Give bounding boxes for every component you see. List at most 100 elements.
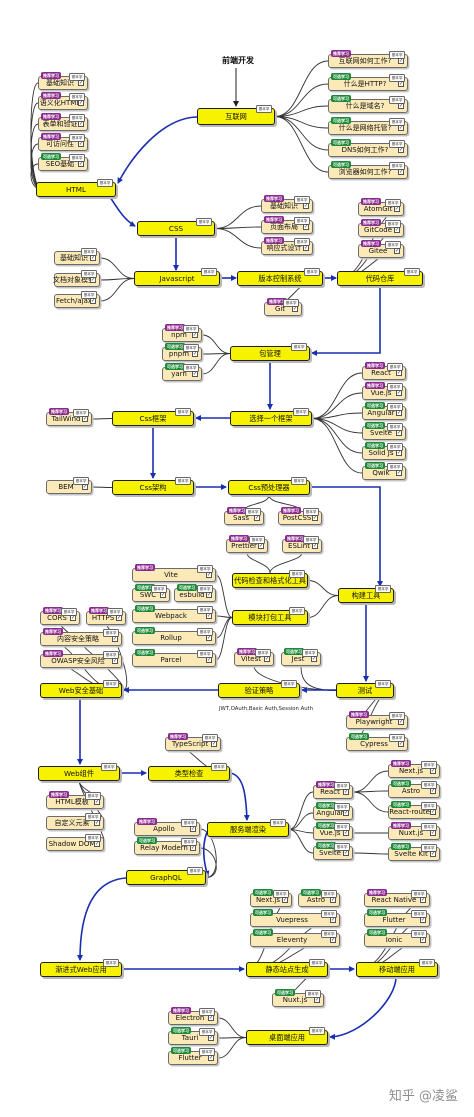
checkbox-icon[interactable]: ✓ bbox=[312, 515, 318, 521]
checkbox-icon[interactable]: ✓ bbox=[82, 484, 88, 490]
checkbox-icon[interactable]: ✓ bbox=[398, 125, 404, 131]
checkbox-icon[interactable]: ✓ bbox=[78, 161, 84, 167]
checkbox-icon[interactable]: ✓ bbox=[430, 788, 436, 794]
level-badge: 基本学 bbox=[411, 930, 427, 938]
checkbox-icon[interactable]: ✓ bbox=[343, 850, 349, 856]
flow-arrow bbox=[329, 976, 397, 1040]
checkbox-icon[interactable]: ✓ bbox=[314, 997, 320, 1003]
checkbox-icon[interactable]: ✓ bbox=[396, 390, 402, 396]
checkbox-icon[interactable]: ✓ bbox=[160, 592, 166, 598]
checkbox-icon[interactable]: ✓ bbox=[430, 809, 436, 815]
checkbox-icon[interactable]: ✓ bbox=[396, 430, 402, 436]
checkbox-icon[interactable]: ✓ bbox=[398, 103, 404, 109]
checkbox-icon[interactable]: ✓ bbox=[208, 1015, 214, 1021]
level-badge: 基本学 bbox=[73, 409, 89, 417]
checkbox-icon[interactable]: ✓ bbox=[192, 332, 198, 338]
level-badge: 基本学 bbox=[69, 93, 85, 101]
checkbox-icon[interactable]: ✓ bbox=[396, 370, 402, 376]
checkbox-icon[interactable]: ✓ bbox=[303, 224, 309, 230]
checkbox-icon[interactable]: ✓ bbox=[206, 613, 212, 619]
optional-tag: 可选学习 bbox=[135, 584, 155, 591]
checkbox-icon[interactable]: ✓ bbox=[330, 937, 336, 943]
connector-curve bbox=[311, 418, 363, 454]
checkbox-icon[interactable]: ✓ bbox=[330, 897, 336, 903]
checkbox-icon[interactable]: ✓ bbox=[396, 410, 402, 416]
checkbox-icon[interactable]: ✓ bbox=[78, 121, 84, 127]
checkbox-icon[interactable]: ✓ bbox=[206, 657, 212, 663]
checkbox-icon[interactable]: ✓ bbox=[206, 572, 212, 578]
checkbox-icon[interactable]: ✓ bbox=[254, 515, 260, 521]
checkbox-icon[interactable]: ✓ bbox=[394, 248, 400, 254]
checkbox-icon[interactable]: ✓ bbox=[398, 58, 404, 64]
checkbox-icon[interactable]: ✓ bbox=[206, 592, 212, 598]
checkbox-icon[interactable]: ✓ bbox=[430, 851, 436, 857]
checkbox-icon[interactable]: ✓ bbox=[303, 203, 309, 209]
checkbox-icon[interactable]: ✓ bbox=[398, 169, 404, 175]
checkbox-icon[interactable]: ✓ bbox=[398, 719, 404, 725]
checkbox-icon[interactable]: ✓ bbox=[82, 416, 88, 422]
checkbox-icon[interactable]: ✓ bbox=[398, 147, 404, 153]
checkbox-icon[interactable]: ✓ bbox=[420, 917, 426, 923]
checkbox-icon[interactable]: ✓ bbox=[396, 470, 402, 476]
checkbox-icon[interactable]: ✓ bbox=[78, 141, 84, 147]
checkbox-icon[interactable]: ✓ bbox=[70, 615, 76, 621]
checkbox-icon[interactable]: ✓ bbox=[398, 741, 404, 747]
checkbox-icon[interactable]: ✓ bbox=[94, 799, 100, 805]
node-vcs: 版本控制系统基本学 bbox=[237, 268, 323, 286]
checkbox-icon[interactable]: ✓ bbox=[78, 100, 84, 106]
checkbox-icon[interactable]: ✓ bbox=[112, 658, 118, 664]
checkbox-icon[interactable]: ✓ bbox=[116, 615, 122, 621]
checkbox-icon[interactable]: ✓ bbox=[78, 80, 84, 86]
checkbox-icon[interactable]: ✓ bbox=[343, 830, 349, 836]
recommended-tag: 推荐学习 bbox=[237, 648, 257, 655]
checkbox-icon[interactable]: ✓ bbox=[430, 830, 436, 836]
node-label: TailWind bbox=[51, 415, 81, 423]
checkbox-icon[interactable]: ✓ bbox=[190, 826, 196, 832]
checkbox-icon[interactable]: ✓ bbox=[258, 543, 264, 549]
optional-tag: 可选学习 bbox=[177, 584, 197, 591]
checkbox-icon[interactable]: ✓ bbox=[396, 450, 402, 456]
checkbox-icon[interactable]: ✓ bbox=[292, 306, 298, 312]
node-label: 桌面端应用 bbox=[269, 1032, 305, 1042]
connector-curve bbox=[288, 791, 314, 830]
checkbox-icon[interactable]: ✓ bbox=[343, 810, 349, 816]
level-badge: 基本学 bbox=[283, 299, 299, 307]
checkbox-icon[interactable]: ✓ bbox=[90, 298, 96, 304]
checkbox-icon[interactable]: ✓ bbox=[398, 81, 404, 87]
level-badge: 基本学 bbox=[385, 199, 401, 207]
checkbox-icon[interactable]: ✓ bbox=[112, 636, 118, 642]
checkbox-icon[interactable]: ✓ bbox=[311, 656, 317, 662]
node-root: 前端开发 bbox=[216, 52, 260, 68]
checkbox-icon[interactable]: ✓ bbox=[330, 917, 336, 923]
connector-curve bbox=[352, 852, 389, 855]
checkbox-icon[interactable]: ✓ bbox=[211, 741, 217, 747]
checkbox-icon[interactable]: ✓ bbox=[190, 845, 196, 851]
checkbox-icon[interactable]: ✓ bbox=[420, 937, 426, 943]
node-label: Solid Js bbox=[368, 449, 394, 457]
checkbox-icon[interactable]: ✓ bbox=[90, 255, 96, 261]
checkbox-icon[interactable]: ✓ bbox=[90, 277, 96, 283]
checkbox-icon[interactable]: ✓ bbox=[282, 897, 288, 903]
checkbox-icon[interactable]: ✓ bbox=[420, 897, 426, 903]
node-label: React bbox=[320, 788, 340, 796]
checkbox-icon[interactable]: ✓ bbox=[192, 351, 198, 357]
checkbox-icon[interactable]: ✓ bbox=[94, 820, 100, 826]
checkbox-icon[interactable]: ✓ bbox=[208, 1055, 214, 1061]
checkbox-icon[interactable]: ✓ bbox=[206, 635, 212, 641]
checkbox-icon[interactable]: ✓ bbox=[94, 841, 100, 847]
level-badge: 基本学 bbox=[321, 930, 337, 938]
checkbox-icon[interactable]: ✓ bbox=[208, 1035, 214, 1041]
checkbox-icon[interactable]: ✓ bbox=[394, 206, 400, 212]
checkbox-icon[interactable]: ✓ bbox=[394, 227, 400, 233]
checkbox-icon[interactable]: ✓ bbox=[312, 543, 318, 549]
checkbox-icon[interactable]: ✓ bbox=[192, 371, 198, 377]
checkbox-icon[interactable]: ✓ bbox=[430, 768, 436, 774]
checkbox-icon[interactable]: ✓ bbox=[303, 245, 309, 251]
checkbox-icon[interactable]: ✓ bbox=[343, 789, 349, 795]
recommended-tag: 推荐学习 bbox=[285, 535, 305, 542]
node-label: HTML bbox=[65, 185, 86, 194]
optional-tag: 可选学习 bbox=[365, 402, 385, 409]
checkbox-icon[interactable]: ✓ bbox=[264, 656, 270, 662]
